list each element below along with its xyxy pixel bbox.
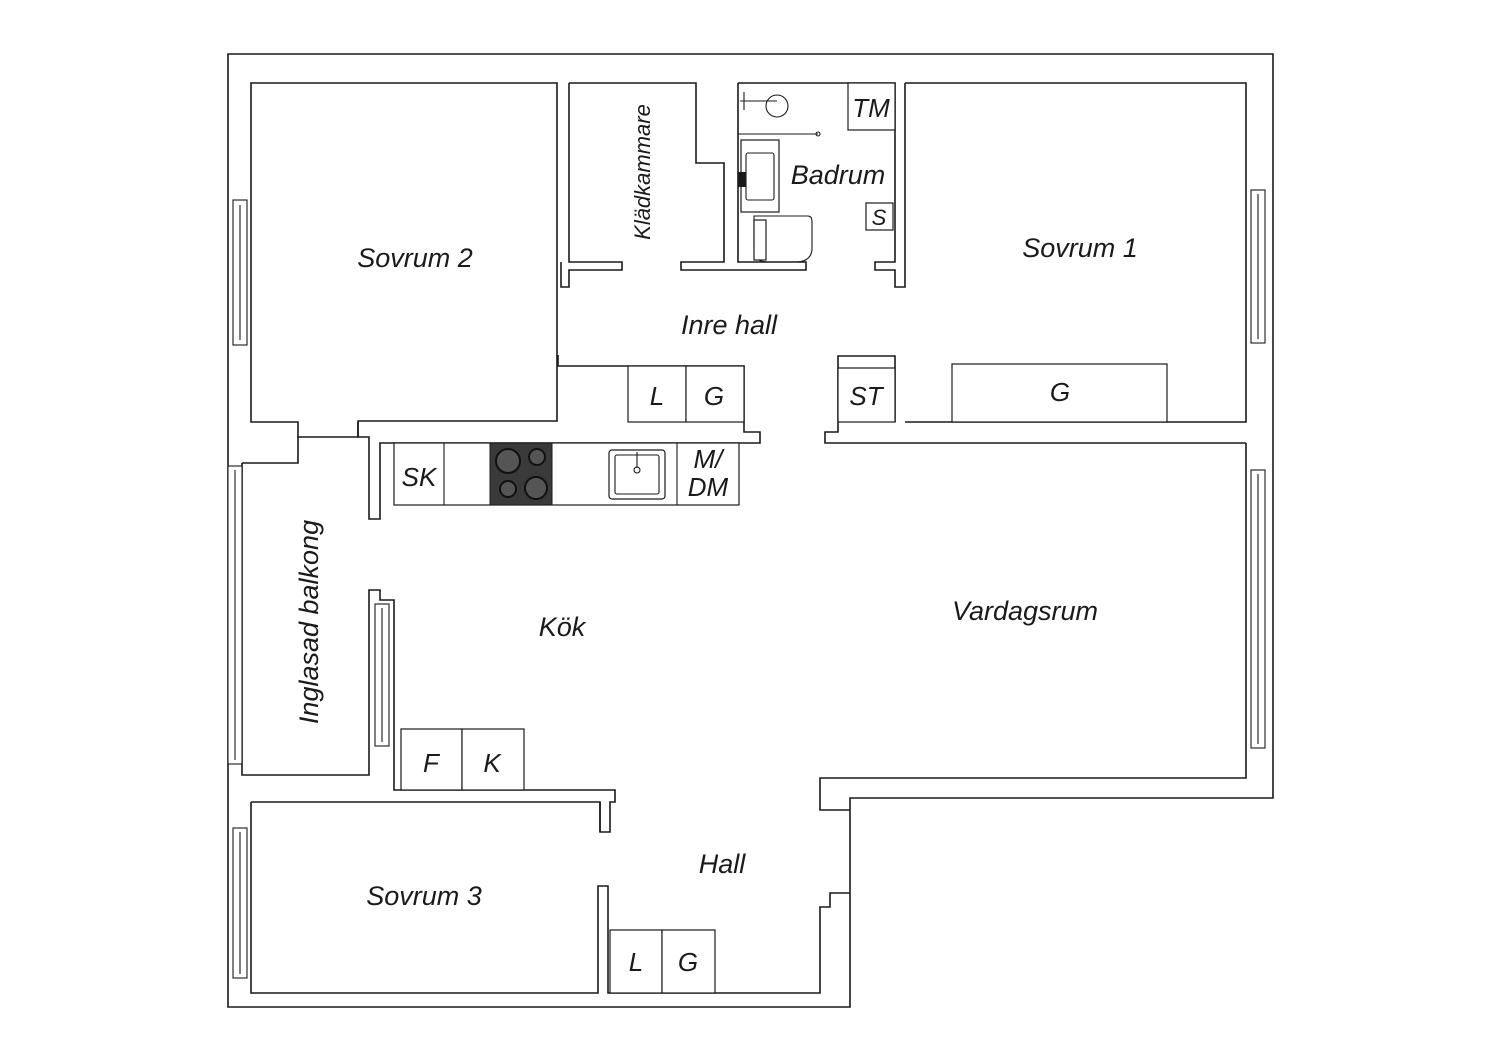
fixture-label-f: F	[423, 748, 441, 778]
shower-head-icon	[765, 94, 789, 118]
fixture-label-m: M/	[694, 444, 726, 474]
room-label-sovrum-2: Sovrum 2	[357, 243, 473, 273]
balkong-inner	[241, 463, 616, 833]
room-label-vardagsrum: Vardagsrum	[952, 596, 1098, 626]
fixture-label-g-inner: G	[704, 381, 724, 411]
kitchen-counter	[393, 442, 740, 506]
sovrum-3-box	[250, 802, 850, 994]
outer-wall	[227, 53, 1274, 1008]
fixture-label-l-inner: L	[650, 381, 664, 411]
room-label-kok: Kök	[539, 612, 587, 642]
room-label-sovrum-3: Sovrum 3	[366, 881, 482, 911]
fixture-label-tm: TM	[852, 93, 890, 123]
fixture-label-s: S	[872, 205, 887, 230]
fixture-label-g-sovrum-1: G	[1050, 377, 1070, 407]
balkong-walls	[242, 437, 299, 464]
fixture-label-dm: DM	[688, 472, 729, 502]
sovrum-3-walls	[251, 801, 601, 832]
kladkammare-left-wall	[560, 83, 623, 288]
f-appliance	[400, 728, 463, 791]
tm-box	[847, 82, 896, 131]
kitchen-appliances	[400, 728, 525, 791]
fixture-label-g-hall: G	[678, 947, 698, 977]
st-wall	[824, 355, 1246, 444]
room-label-badrum: Badrum	[791, 160, 886, 190]
bathroom-fixtures	[738, 82, 896, 263]
kitchen-sink-icon	[608, 449, 666, 500]
room-label-hall: Hall	[699, 849, 747, 879]
inner-cabinets	[627, 363, 1168, 423]
l-cabinet-hall	[609, 929, 663, 994]
k-appliance	[461, 728, 525, 791]
fixture-label-l-hall: L	[629, 947, 643, 977]
windows	[227, 189, 1266, 979]
kitchen-counter-top	[393, 442, 740, 506]
room-label-kladkammare: Klädkammare	[630, 104, 655, 240]
fixture-label-sk: SK	[402, 462, 438, 492]
room-label-inglasad-balkong: Inglasad balkong	[294, 520, 324, 724]
s-box	[865, 202, 894, 231]
badrum-walls	[738, 82, 906, 288]
vardagsrum-walls	[819, 443, 1247, 811]
sink-icon	[740, 139, 780, 213]
g-cabinet-hall	[661, 929, 716, 994]
room-label-sovrum-1: Sovrum 1	[1022, 233, 1138, 263]
g-cabinet-inner	[685, 365, 745, 423]
hall-cabinets	[609, 929, 716, 994]
g-wardrobe-sovrum-1	[951, 363, 1168, 423]
l-cabinet-inner	[627, 365, 687, 423]
fixture-label-k: K	[483, 748, 502, 778]
fixture-label-st: ST	[849, 381, 884, 411]
room-label-inre-hall: Inre hall	[681, 310, 778, 340]
st-cabinet	[837, 367, 896, 423]
